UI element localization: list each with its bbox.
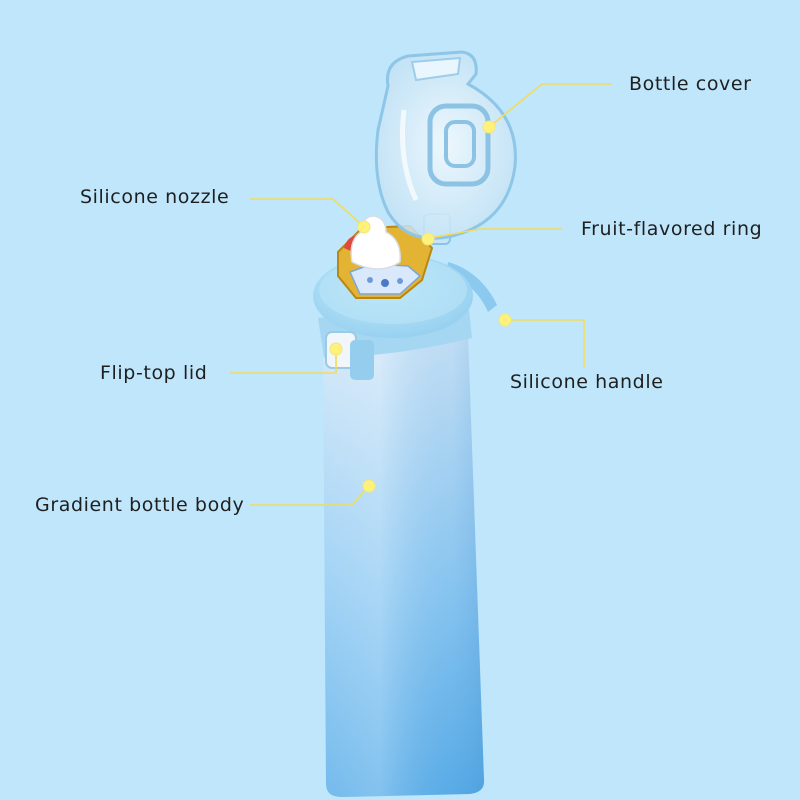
marker-dots xyxy=(329,120,512,493)
leader-silicone-nozzle xyxy=(250,198,363,226)
label-silicone-handle: Silicone handle xyxy=(510,371,664,393)
label-fruit-flavored-ring: Fruit-flavored ring xyxy=(581,218,763,240)
leader-gradient-body xyxy=(250,486,369,506)
marker-flip-top-lid xyxy=(329,342,343,356)
label-flip-top-lid: Flip-top lid xyxy=(100,362,208,384)
marker-fruit-ring xyxy=(421,232,435,246)
leader-lines xyxy=(230,83,612,506)
marker-silicone-handle xyxy=(498,313,512,327)
label-gradient-bottle-body: Gradient bottle body xyxy=(35,494,245,516)
label-silicone-nozzle: Silicone nozzle xyxy=(80,186,230,208)
leader-flip-top-lid xyxy=(230,350,337,374)
leader-bottle-cover xyxy=(487,83,612,129)
marker-silicone-nozzle xyxy=(357,220,371,234)
marker-bottle-cover xyxy=(482,120,496,134)
leader-silicone-handle xyxy=(506,319,585,368)
marker-gradient-body xyxy=(362,479,376,493)
bottle-cover-shape xyxy=(374,50,517,240)
leader-fruit-ring xyxy=(429,228,562,239)
label-bottle-cover: Bottle cover xyxy=(629,73,752,95)
